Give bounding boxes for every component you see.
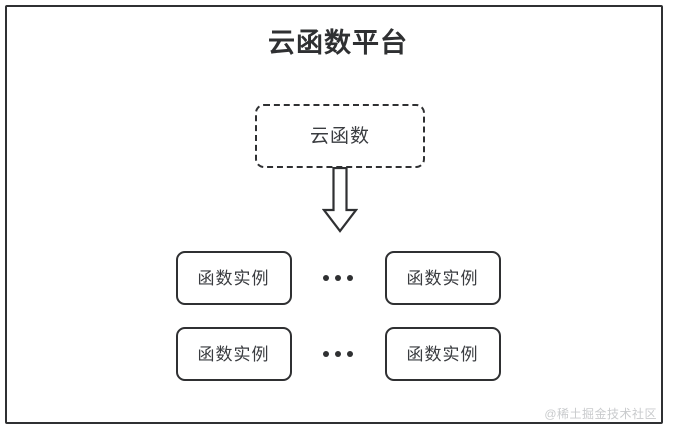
instance-label: 函数实例: [406, 268, 479, 288]
watermark: @稀土掘金技术社区: [544, 407, 657, 421]
down-block-arrow-icon: [322, 167, 358, 233]
ellipsis-dot-icon: [335, 351, 341, 357]
cloud-function-label: 云函数: [309, 125, 370, 147]
ellipsis-dot-icon: [323, 351, 329, 357]
ellipsis-r2: [292, 351, 385, 357]
ellipsis-dot-icon: [323, 275, 329, 281]
instance-box-r1-right: 函数实例: [384, 251, 501, 305]
ellipsis-dot-icon: [347, 275, 353, 281]
cloud-function-node: 云函数: [255, 104, 425, 168]
ellipsis-dot-icon: [347, 351, 353, 357]
instance-row-1: 函数实例 函数实例: [0, 251, 676, 305]
instance-box-r1-left: 函数实例: [175, 251, 292, 305]
instance-box-r2-left: 函数实例: [175, 327, 292, 381]
instance-box-r2-right: 函数实例: [384, 327, 501, 381]
page-title: 云函数平台: [268, 28, 408, 58]
instance-label: 函数实例: [197, 344, 270, 364]
ellipsis-dot-icon: [335, 275, 341, 281]
instance-row-2: 函数实例 函数实例: [0, 327, 676, 381]
instance-label: 函数实例: [406, 344, 479, 364]
ellipsis-r1: [292, 275, 385, 281]
instance-label: 函数实例: [197, 268, 270, 288]
